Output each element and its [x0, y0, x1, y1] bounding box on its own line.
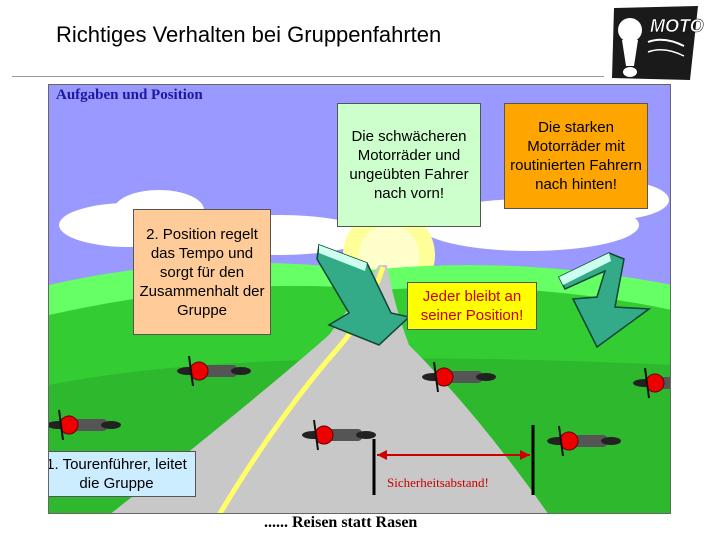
group-ride-scene: Aufgaben und Position Die schwächeren Mo… — [48, 84, 671, 514]
footer-slogan: ...... Reisen statt Rasen — [264, 514, 418, 531]
safety-distance-label: Sicherheitsabstand! — [387, 475, 489, 490]
stronger-riders-note: Die starken Motorräder mit routinierten … — [504, 103, 648, 209]
section-title: Aufgaben und Position — [56, 87, 203, 103]
title-divider — [12, 76, 708, 77]
second-position-note: 2. Position regelt das Tempo und sorgt f… — [133, 209, 271, 335]
motorcycle-4 — [422, 361, 496, 393]
svg-text:MOTO: MOTO — [650, 16, 704, 36]
motorcycle-5 — [547, 425, 621, 457]
moto-logo: MOTO — [604, 2, 708, 82]
keep-position-note: Jeder bleibt an seiner Position! — [407, 282, 537, 330]
motorcycle-1 — [49, 409, 121, 441]
tour-leader-note: 1. Tourenführer, leitet die Gruppe — [49, 451, 196, 497]
page-title: Richtiges Verhalten bei Gruppenfahrten — [56, 22, 442, 47]
down-arrow-right — [557, 252, 652, 349]
weaker-riders-note: Die schwächeren Motorräder und ungeübten… — [337, 103, 481, 227]
motorcycle-3 — [302, 419, 376, 451]
down-arrow-left — [316, 243, 411, 346]
motorcycle-6 — [633, 367, 670, 399]
motorcycle-2 — [177, 355, 251, 387]
